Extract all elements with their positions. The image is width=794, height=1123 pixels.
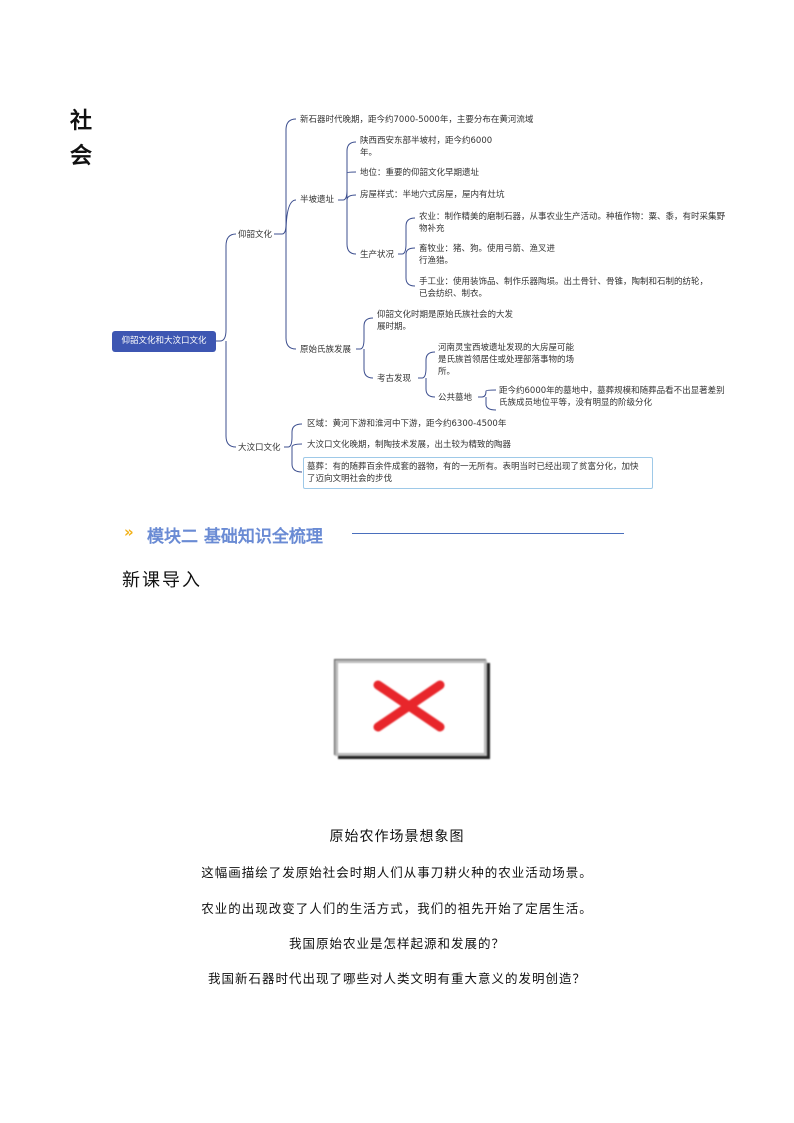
intro-paragraph: 农业的出现改变了人们的生活方式，我们的祖先开始了定居生活。 <box>201 901 593 916</box>
node-handicraft: 手工业：使用装饰品、制作乐器陶埙。出土骨针、骨锥，陶制和石制的纺轮， 已会纺织、… <box>419 277 709 299</box>
side-title: 社 会 <box>70 104 100 174</box>
node-big-house: 河南灵宝西坡遗址发现的大房屋可能 是氏族首领居住或处理部落事物的场 所。 <box>438 343 575 377</box>
intro-question: 我国原始农业是怎样起源和发展的？ <box>288 936 505 951</box>
node-dawenkou-late: 大汶口文化晚期，制陶技术发展，出土较为精致的陶器 <box>307 440 512 450</box>
node-yangshao-period: 新石器时代晚期，距今约7000-5000年，主要分布在黄河流域 <box>300 115 534 125</box>
node-agriculture: 农业：制作精美的磨制石器，从事农业生产活动。种植作物：粟、黍，有时采集野 物补充 <box>419 212 726 234</box>
node-banpo-status: 地位：重要的仰韶文化早期遗址 <box>360 168 480 178</box>
node-husbandry: 畜牧业：猪、狗。使用弓箭、渔叉进 行渔猎。 <box>419 244 556 266</box>
mindmap-root-node: 仰韶文化和大汶口文化 <box>112 331 216 352</box>
node-yangshao: 仰韶文化 <box>238 230 273 240</box>
node-banpo-housing: 房屋样式：半地穴式房屋，屋内有灶坑 <box>360 190 505 200</box>
side-title-char: 社 <box>70 108 93 134</box>
node-banpo: 半坡遗址 <box>300 195 335 205</box>
node-archaeology: 考古发现 <box>377 374 412 384</box>
node-dawenkou-region: 区域：黄河下游和淮河中下游，距今约6300-4500年 <box>307 419 507 429</box>
node-clan-period: 仰韶文化时期是原始氏族社会的大发 展时期。 <box>377 310 514 332</box>
node-production: 生产状况 <box>360 250 395 260</box>
node-cemetery: 公共墓地 <box>438 393 473 403</box>
node-banpo-location: 陕西西安东部半坡村，距今约6000 年。 <box>360 136 493 158</box>
module-title: 模块二 基础知识全梳理 <box>147 527 323 547</box>
node-dawenkou: 大汶口文化 <box>238 443 281 453</box>
intro-paragraph: 这幅画描绘了发原始社会时期人们从事刀耕火种的农业活动场景。 <box>201 865 593 880</box>
double-chevron-icon: » <box>124 523 134 541</box>
module-header: » 模块二 基础知识全梳理 <box>124 522 624 547</box>
node-clan: 原始氏族发展 <box>300 345 352 355</box>
side-title-char: 会 <box>70 143 93 169</box>
node-cemetery-text: 距今约6000年的墓地中，墓葬规模和随葬品看不出显著差别 氏族成员地位平等，没有… <box>499 386 725 408</box>
intro-question: 我国新石器时代出现了哪些对人类文明有重大意义的发明创造？ <box>207 971 586 986</box>
node-dawenkou-burial: 墓葬：有的随葬百余件成套的器物，有的一无所有。表明当时已经出现了贫富分化，加快 … <box>307 462 639 484</box>
lesson-intro-heading: 新课导入 <box>122 570 202 591</box>
image-caption: 原始农作场景想象图 <box>329 829 465 845</box>
broken-image-icon <box>335 660 487 756</box>
node-dawenkou-burial-box <box>303 457 653 489</box>
module-divider <box>352 533 624 534</box>
mindmap-connectors <box>216 118 497 473</box>
